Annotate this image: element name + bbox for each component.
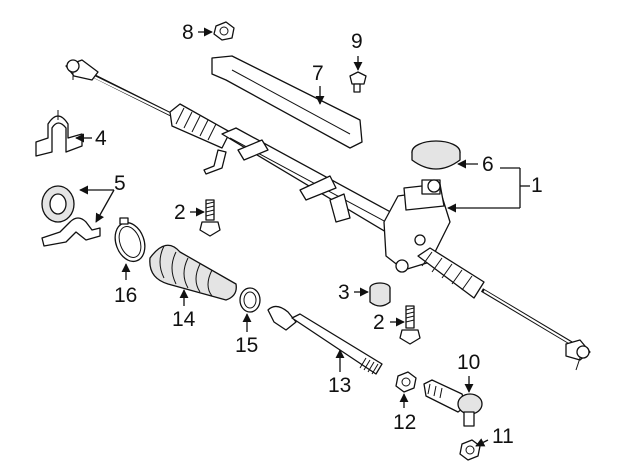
callout-7: 7 bbox=[312, 62, 324, 85]
bolt-part-9 bbox=[349, 71, 367, 93]
nut-part-12 bbox=[395, 371, 417, 393]
nut-part-11 bbox=[459, 439, 481, 461]
callout-6: 6 bbox=[482, 153, 494, 176]
nut-part-8 bbox=[213, 21, 235, 41]
bolt-part-2-upper bbox=[199, 199, 221, 237]
callout-15: 15 bbox=[235, 334, 258, 357]
cap-part-6 bbox=[411, 140, 461, 170]
outer-tie-rod-end-part-10 bbox=[423, 379, 483, 427]
callout-2-upper: 2 bbox=[174, 201, 186, 224]
clamp-part-4 bbox=[35, 110, 83, 157]
callout-4: 4 bbox=[95, 127, 107, 150]
callout-9: 9 bbox=[351, 30, 363, 53]
callout-2-lower: 2 bbox=[373, 311, 385, 334]
bushing-part-3 bbox=[369, 282, 391, 307]
leader-lines bbox=[75, 27, 530, 447]
bolt-part-2-lower bbox=[399, 305, 421, 345]
callout-13: 13 bbox=[328, 374, 351, 397]
inner-tie-rod-part-13 bbox=[267, 305, 383, 375]
boot-part-14 bbox=[149, 244, 237, 301]
callout-14: 14 bbox=[172, 308, 196, 331]
clamp-ring-part-16 bbox=[114, 217, 146, 263]
heat-shield-part-7 bbox=[211, 55, 363, 149]
callout-10: 10 bbox=[457, 351, 480, 374]
callout-3: 3 bbox=[338, 281, 350, 304]
callout-8: 8 bbox=[182, 21, 194, 44]
bushing-part-5 bbox=[41, 185, 101, 247]
callout-labels: 1 2 2 3 4 5 6 7 8 9 10 11 12 13 14 15 16 bbox=[95, 21, 543, 448]
callout-5: 5 bbox=[114, 172, 126, 195]
callout-1: 1 bbox=[531, 174, 543, 197]
callout-12: 12 bbox=[393, 411, 416, 434]
steering-rack-assembly bbox=[65, 59, 591, 371]
small-clamp-part-15 bbox=[239, 287, 261, 313]
callout-16: 16 bbox=[114, 284, 137, 307]
callout-11: 11 bbox=[492, 425, 514, 448]
